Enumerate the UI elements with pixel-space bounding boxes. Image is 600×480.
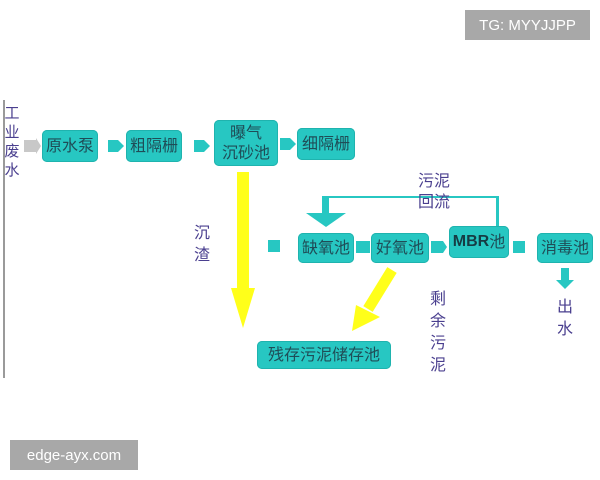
sludge-return-line-vertical-mbr [496, 196, 499, 226]
raw-water-pump-label: 原水泵 [45, 136, 94, 155]
effluent-label: 出水 [556, 297, 573, 338]
sediment-label: 沉渣 [193, 223, 210, 264]
sludge-return-label-line2: 回流 [418, 192, 451, 211]
sludge-storage-tank-label: 残存污泥储存池 [267, 345, 380, 364]
effluent-arrow-shaft [561, 268, 569, 280]
connector-anoxic-to-aerobic [356, 241, 370, 253]
sediment-arrow-head-icon [231, 288, 255, 328]
input-arrow-icon [24, 140, 36, 152]
left-border-line [3, 100, 5, 378]
connector-coarse-to-grit [194, 140, 204, 152]
connector-arrow-icon [290, 138, 296, 150]
sludge-return-arrow-head-icon [306, 213, 346, 227]
connector-grit-to-fine [280, 138, 290, 150]
fine-screen-label: 细隔栅 [301, 134, 350, 153]
connector-pump-to-coarse [108, 140, 118, 152]
connector-arrow-icon [443, 241, 447, 253]
anoxic-tank-label: 缺氧池 [301, 238, 350, 257]
connector-arrow-icon [118, 140, 124, 152]
connector-to-anoxic [268, 240, 280, 252]
sludge-return-line-horizontal [324, 196, 499, 198]
watermark-top-right: TG: MYYJJPP [465, 10, 590, 40]
coarse-screen-label: 粗隔栅 [129, 136, 178, 155]
raw-water-pump-box: 原水泵 [42, 130, 98, 162]
anoxic-tank-box: 缺氧池 [298, 233, 354, 263]
connector-arrow-icon [204, 140, 210, 152]
watermark-bottom-left: edge-ayx.com [10, 440, 138, 470]
disinfection-tank-label: 消毒池 [540, 238, 589, 257]
sludge-return-line-vertical-anoxic [322, 196, 329, 214]
connector-mbr-to-disinfection [513, 241, 525, 253]
aerated-grit-chamber-box: 曝气 沉砂池 [214, 120, 278, 166]
excess-sludge-label: 剩余污泥 [430, 289, 447, 374]
disinfection-tank-box: 消毒池 [537, 233, 593, 263]
aerobic-tank-box: 好氧池 [371, 233, 429, 263]
mbr-suffix-label: 池 [489, 232, 506, 251]
aerated-grit-label-line1: 曝气 [229, 123, 262, 142]
excess-sludge-arrow-icon [352, 267, 397, 331]
connector-aerobic-to-mbr [431, 241, 443, 253]
fine-screen-box: 细隔栅 [297, 128, 355, 160]
sludge-storage-tank-box: 残存污泥储存池 [257, 341, 391, 369]
effluent-arrow-head-icon [556, 280, 574, 289]
coarse-screen-box: 粗隔栅 [126, 130, 182, 162]
input-label-industrial-wastewater: 工业废水 [4, 104, 20, 179]
mbr-latin-label: MBR [452, 233, 490, 250]
sludge-return-label-line1: 污泥 [418, 171, 451, 190]
sediment-arrow-shaft [237, 172, 249, 290]
aerobic-tank-label: 好氧池 [375, 238, 424, 257]
aerated-grit-label-line2: 沉砂池 [221, 143, 270, 162]
input-arrow-head-icon [36, 138, 41, 154]
